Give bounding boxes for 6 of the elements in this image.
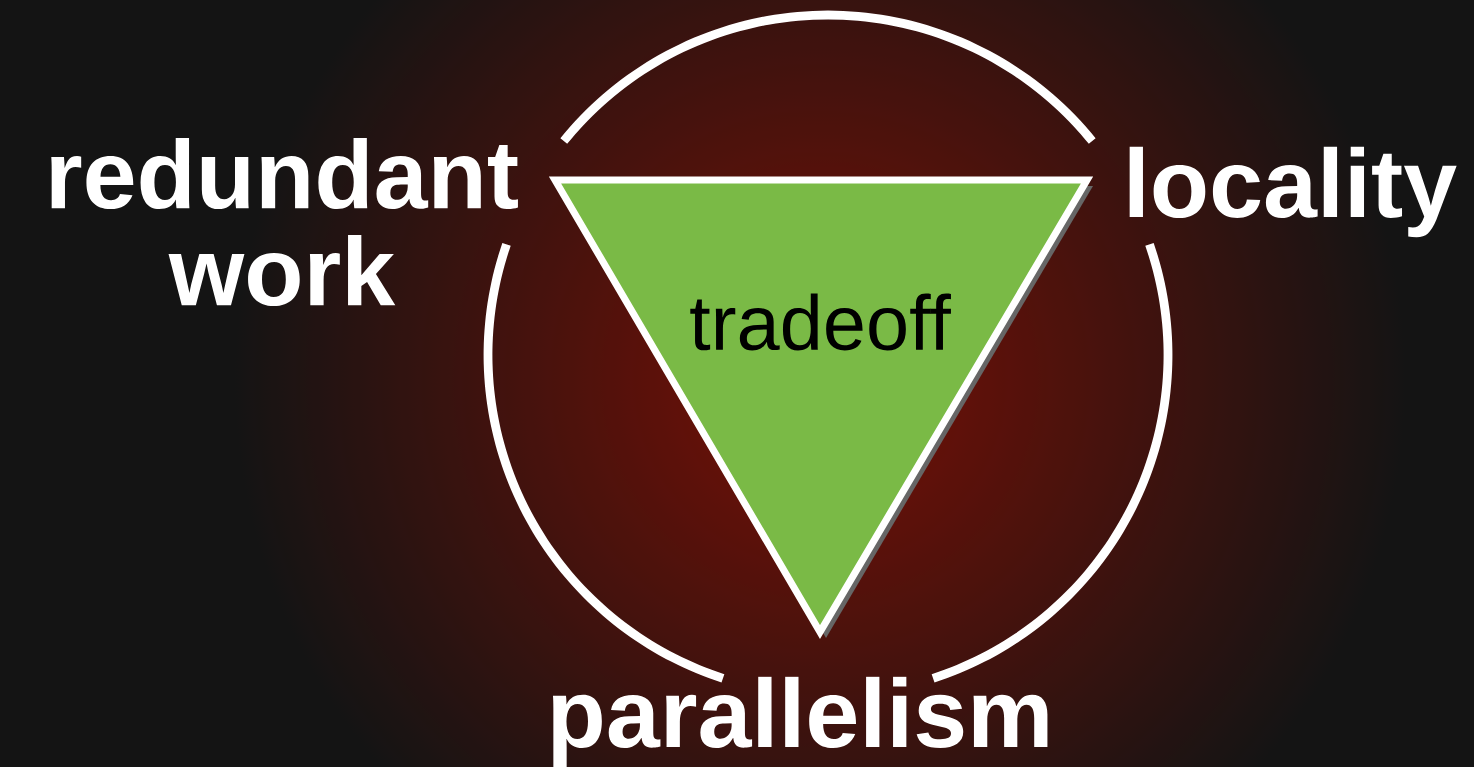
- circle-arc: [560, 10, 1096, 144]
- label: redundant work: [51, 137, 518, 307]
- label: locality: [1129, 146, 1457, 238]
- circle-arc: [483, 242, 725, 683]
- label: parallelism: [552, 676, 1048, 767]
- circle-arc: [931, 242, 1173, 683]
